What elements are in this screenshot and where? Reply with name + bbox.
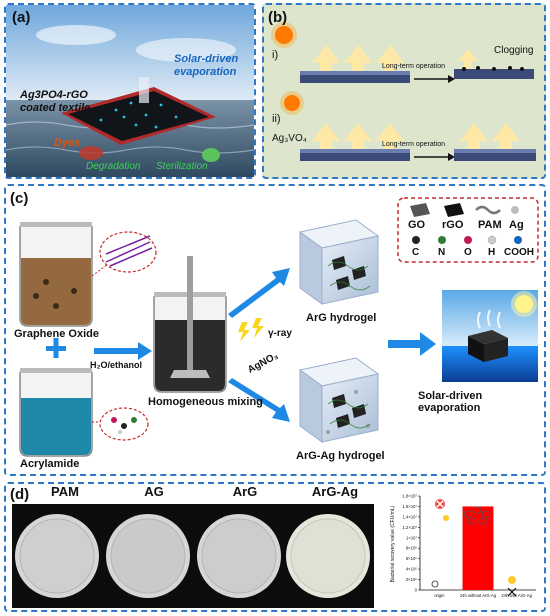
y-tick-label: 1.6×10⁷: [403, 504, 418, 509]
acrylamide-label: Acrylamide: [20, 458, 80, 470]
textile-label: Ag3PO4-rGO coated textile: [20, 89, 91, 114]
y-tick-label: 1.2×10⁷: [403, 525, 418, 530]
panel-a: (a) Ag3PO4-rGO coated textile Solar-driv…: [4, 3, 256, 179]
petri-dish: [106, 514, 190, 598]
bar: [462, 506, 494, 590]
sun-icon: [275, 26, 293, 44]
y-tick-label: 2×10⁶: [406, 577, 417, 582]
panel-d: (d) PAM AG ArG ArG-Ag Bacterial recovery…: [4, 482, 546, 612]
arg-hydrogel-label: ArG hydrogel: [306, 312, 377, 324]
long-term-label-2: Long-term operation: [382, 141, 446, 148]
dish-label-pam: PAM: [51, 484, 79, 499]
dyes-label: Dyes: [54, 137, 81, 149]
solar-evaporation-scene: [442, 290, 538, 382]
nitrogen-atom-icon: [438, 236, 446, 244]
y-tick-label: 1×10⁷: [406, 535, 417, 540]
category-label: 24h with ArG-Ag: [501, 593, 532, 598]
hydrogen-atom-icon: [487, 235, 497, 245]
solar-label: Solar-driven evaporation: [418, 390, 483, 414]
legend-cooh: COOH: [504, 247, 534, 258]
panel-b-label: (b): [268, 9, 288, 26]
dish-label-arg: ArG: [232, 484, 258, 499]
row-ii-number: ii): [272, 113, 281, 125]
arg-ag-hydrogel-label: ArG-Ag hydrogel: [296, 450, 385, 462]
panel-b-illustration: [271, 22, 536, 161]
y-tick-label: 0: [415, 588, 418, 593]
ag-particle-icon: [511, 206, 519, 214]
panel-c-label: (c): [10, 190, 29, 207]
petri-dishes: [15, 514, 370, 598]
y-tick-label: 8×10⁶: [406, 546, 417, 551]
y-tick-label: 4×10⁶: [406, 567, 417, 572]
sun-icon: [284, 95, 300, 111]
legend-h: H: [488, 247, 496, 258]
panel-c-illustration: [19, 197, 539, 457]
y-tick-label: 1.8×10⁷: [403, 494, 418, 499]
solar-evaporation-label: Solar-driven evaporation: [174, 53, 239, 78]
legend-rgo: rGO: [442, 219, 464, 231]
carbon-atom-icon: [412, 236, 420, 244]
legend-c: C: [412, 247, 420, 258]
dish-label-ag: AG: [144, 484, 164, 499]
gamma-ray-icon: [238, 318, 264, 342]
legend-o: O: [464, 247, 472, 258]
y-tick-label: 6×10⁶: [406, 556, 417, 561]
dye-blob-icon: [79, 146, 103, 160]
dish-label-arg-ag: ArG-Ag: [311, 484, 359, 499]
y-axis-label: Bacterial recovery value (CFU/mL): [390, 505, 396, 582]
legend-box: [397, 197, 539, 263]
arg-hydrogel-cube: [298, 219, 380, 305]
petri-dish: [286, 514, 370, 598]
rgo-sheet-icon: [444, 203, 464, 217]
legend-go: GO: [408, 219, 426, 231]
bacteria-icon: [202, 148, 220, 162]
bacteria-icon: [508, 576, 516, 584]
row-i-number: i): [272, 49, 279, 61]
category-label: origin: [434, 593, 445, 598]
solvent-label: H₂O/ethanol: [90, 360, 143, 370]
material-label: Ag₃VO₄: [272, 133, 307, 144]
bacteria-icon: [443, 515, 449, 521]
mixing-label: Homogeneous mixing: [148, 396, 263, 408]
bacterial-recovery-chart: Bacterial recovery value (CFU/mL) 0 2×10⁶…: [386, 486, 542, 610]
panel-d-label: (d): [10, 486, 30, 503]
sterilization-label: Sterilization: [156, 161, 208, 172]
panel-c: (c) GO rGO PAM Ag C N O H COOH Graphene …: [4, 184, 546, 476]
degradation-label: Degradation: [86, 161, 141, 172]
pam-chain-icon: [475, 205, 501, 215]
panel-b: (b) i) ii) Long-term operation Long-term…: [262, 3, 546, 179]
legend-n: N: [438, 247, 446, 258]
stirrer-icon: [187, 256, 193, 374]
panel-a-illustration: [6, 5, 254, 177]
category-label: 24h without ArG-Ag: [460, 593, 497, 598]
panel-a-label: (a): [12, 9, 31, 26]
oxygen-atom-icon: [464, 236, 472, 244]
long-term-label-1: Long-term operation: [382, 63, 446, 70]
clogging-label: Clogging: [494, 45, 534, 56]
arg-ag-hydrogel-cube: [298, 357, 380, 443]
bacteria-icon: [431, 580, 439, 588]
legend-ag: Ag: [509, 219, 524, 231]
gamma-label: γ-ray: [268, 328, 292, 339]
legend-pam: PAM: [478, 219, 502, 231]
petri-dish: [197, 514, 281, 598]
cooh-group-icon: [514, 236, 522, 244]
petri-dish: [15, 514, 99, 598]
graphene-oxide-label: Graphene Oxide: [14, 328, 99, 340]
y-tick-label: 1.4×10⁷: [403, 514, 418, 519]
go-sheet-icon: [410, 203, 430, 217]
